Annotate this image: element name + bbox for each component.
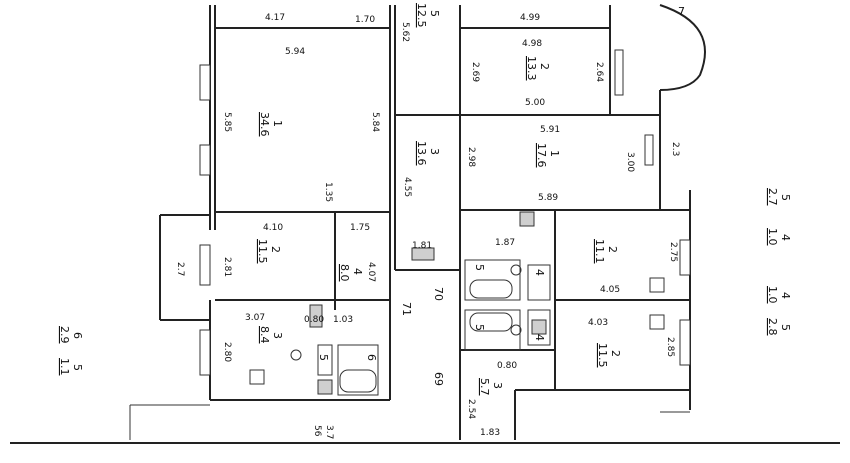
dim-label: 1.70 (355, 15, 375, 25)
dim-label: 4.05 (600, 285, 620, 295)
room-number: 6 (365, 354, 378, 361)
dim-label: 4.99 (520, 13, 540, 23)
room-area: 17.6 (535, 143, 548, 168)
dim-label: 1.83 (480, 428, 500, 438)
walls (10, 4, 840, 444)
room-area: 11.1 (593, 239, 606, 264)
legend-area: 1.0 (766, 228, 779, 246)
dim-label: 5.85 (222, 112, 232, 132)
dim-label: 2.80 (222, 342, 232, 362)
dim-label: 1.81 (412, 241, 432, 251)
room-number: 4 (533, 269, 546, 276)
dim-label: 2.69 (470, 62, 480, 82)
room-number: 3 (271, 332, 284, 339)
room-area: 13.3 (525, 56, 538, 81)
dim-label: 3.00 (625, 152, 635, 172)
dim-label: 5.00 (525, 98, 545, 108)
room-number: 2 (606, 246, 619, 253)
windows (199, 49, 691, 376)
legend-area: 1.1 (58, 358, 71, 376)
room-area: 11.5 (596, 343, 609, 368)
room-labels: 134.6 512.5 213.3 313.6 117.6 211.5 48.0… (256, 3, 622, 396)
dim-label: 2.64 (594, 62, 604, 82)
room-area: 13.6 (415, 141, 428, 166)
room-area: 34.6 (258, 112, 271, 137)
room-number: 1 (271, 120, 284, 127)
fixtures (249, 211, 665, 396)
legend-number: 5 (779, 324, 792, 331)
dim-label: 4.98 (522, 39, 542, 49)
cut-off-label: 3.7 (324, 425, 334, 439)
room-number: 4 (351, 268, 364, 275)
room-number: 3 (428, 148, 441, 155)
dim-label: 4.03 (588, 318, 608, 328)
room-area: 11.5 (256, 239, 269, 264)
dim-label: 0.80 (497, 361, 517, 371)
dim-label: 2.75 (668, 242, 678, 262)
dim-label: 4.07 (366, 262, 376, 282)
legend-area: 1.0 (766, 286, 779, 304)
room-number: 5 (317, 354, 330, 361)
room-number: 5 (473, 324, 486, 331)
room-number: 4 (533, 334, 546, 341)
dim-label: 3.07 (245, 313, 265, 323)
dim-label: 5.62 (400, 22, 410, 42)
room-area: 12.5 (415, 3, 428, 28)
room-number: 5 (428, 10, 441, 17)
legend-number: 5 (71, 364, 84, 371)
legend-number: 4 (779, 234, 792, 241)
cut-off-label: 7 (678, 5, 685, 18)
dim-label: 1.87 (495, 238, 515, 248)
dim-label: 4.10 (263, 223, 283, 233)
dim-label: 1.75 (350, 223, 370, 233)
dim-label: 5.94 (285, 47, 305, 57)
dim-label: 1.35 (323, 182, 333, 202)
room-number: 1 (548, 150, 561, 157)
dim-label: 71 (400, 302, 413, 316)
legend-number: 6 (71, 332, 84, 339)
dim-label: 1.03 (333, 315, 353, 325)
dim-label: 5.89 (538, 193, 558, 203)
room-area: 8.4 (258, 326, 271, 344)
dim-label: 70 (432, 287, 445, 301)
dim-label: 2.54 (466, 399, 476, 419)
dim-label: 2.3 (670, 142, 680, 156)
cut-off-label: 56 (312, 425, 322, 437)
dim-label: 4.55 (402, 177, 412, 197)
dimension-labels: 4.17 1.70 5.62 4.99 4.98 2.69 2.64 5.00 … (175, 13, 680, 438)
dim-label: 5.91 (540, 125, 560, 135)
legend-number: 5 (779, 194, 792, 201)
room-number: 2 (538, 63, 551, 70)
room-number: 2 (609, 350, 622, 357)
dim-label: 2.7 (175, 262, 185, 276)
room-number: 5 (473, 264, 486, 271)
room-number: 2 (269, 246, 282, 253)
room-area: 5.7 (478, 378, 491, 396)
dim-label: 2.98 (466, 147, 476, 167)
legend-area: 2.8 (766, 318, 779, 336)
dim-label: 4.17 (265, 13, 285, 23)
legend-area: 2.9 (58, 326, 71, 344)
cut-off-labels: 56 3.7 7 (312, 5, 685, 439)
room-area: 8.0 (338, 264, 351, 282)
room-number: 3 (491, 382, 504, 389)
dim-label: 0.80 (304, 315, 324, 325)
area-legend: 52.7 41.0 41.0 52.8 62.9 51.1 (58, 188, 792, 376)
dim-label: 69 (432, 372, 445, 386)
dim-label: 5.84 (370, 112, 380, 132)
legend-area: 2.7 (766, 188, 779, 206)
dim-label: 2.81 (222, 257, 232, 277)
legend-number: 4 (779, 292, 792, 299)
dim-label: 2.85 (665, 337, 675, 357)
